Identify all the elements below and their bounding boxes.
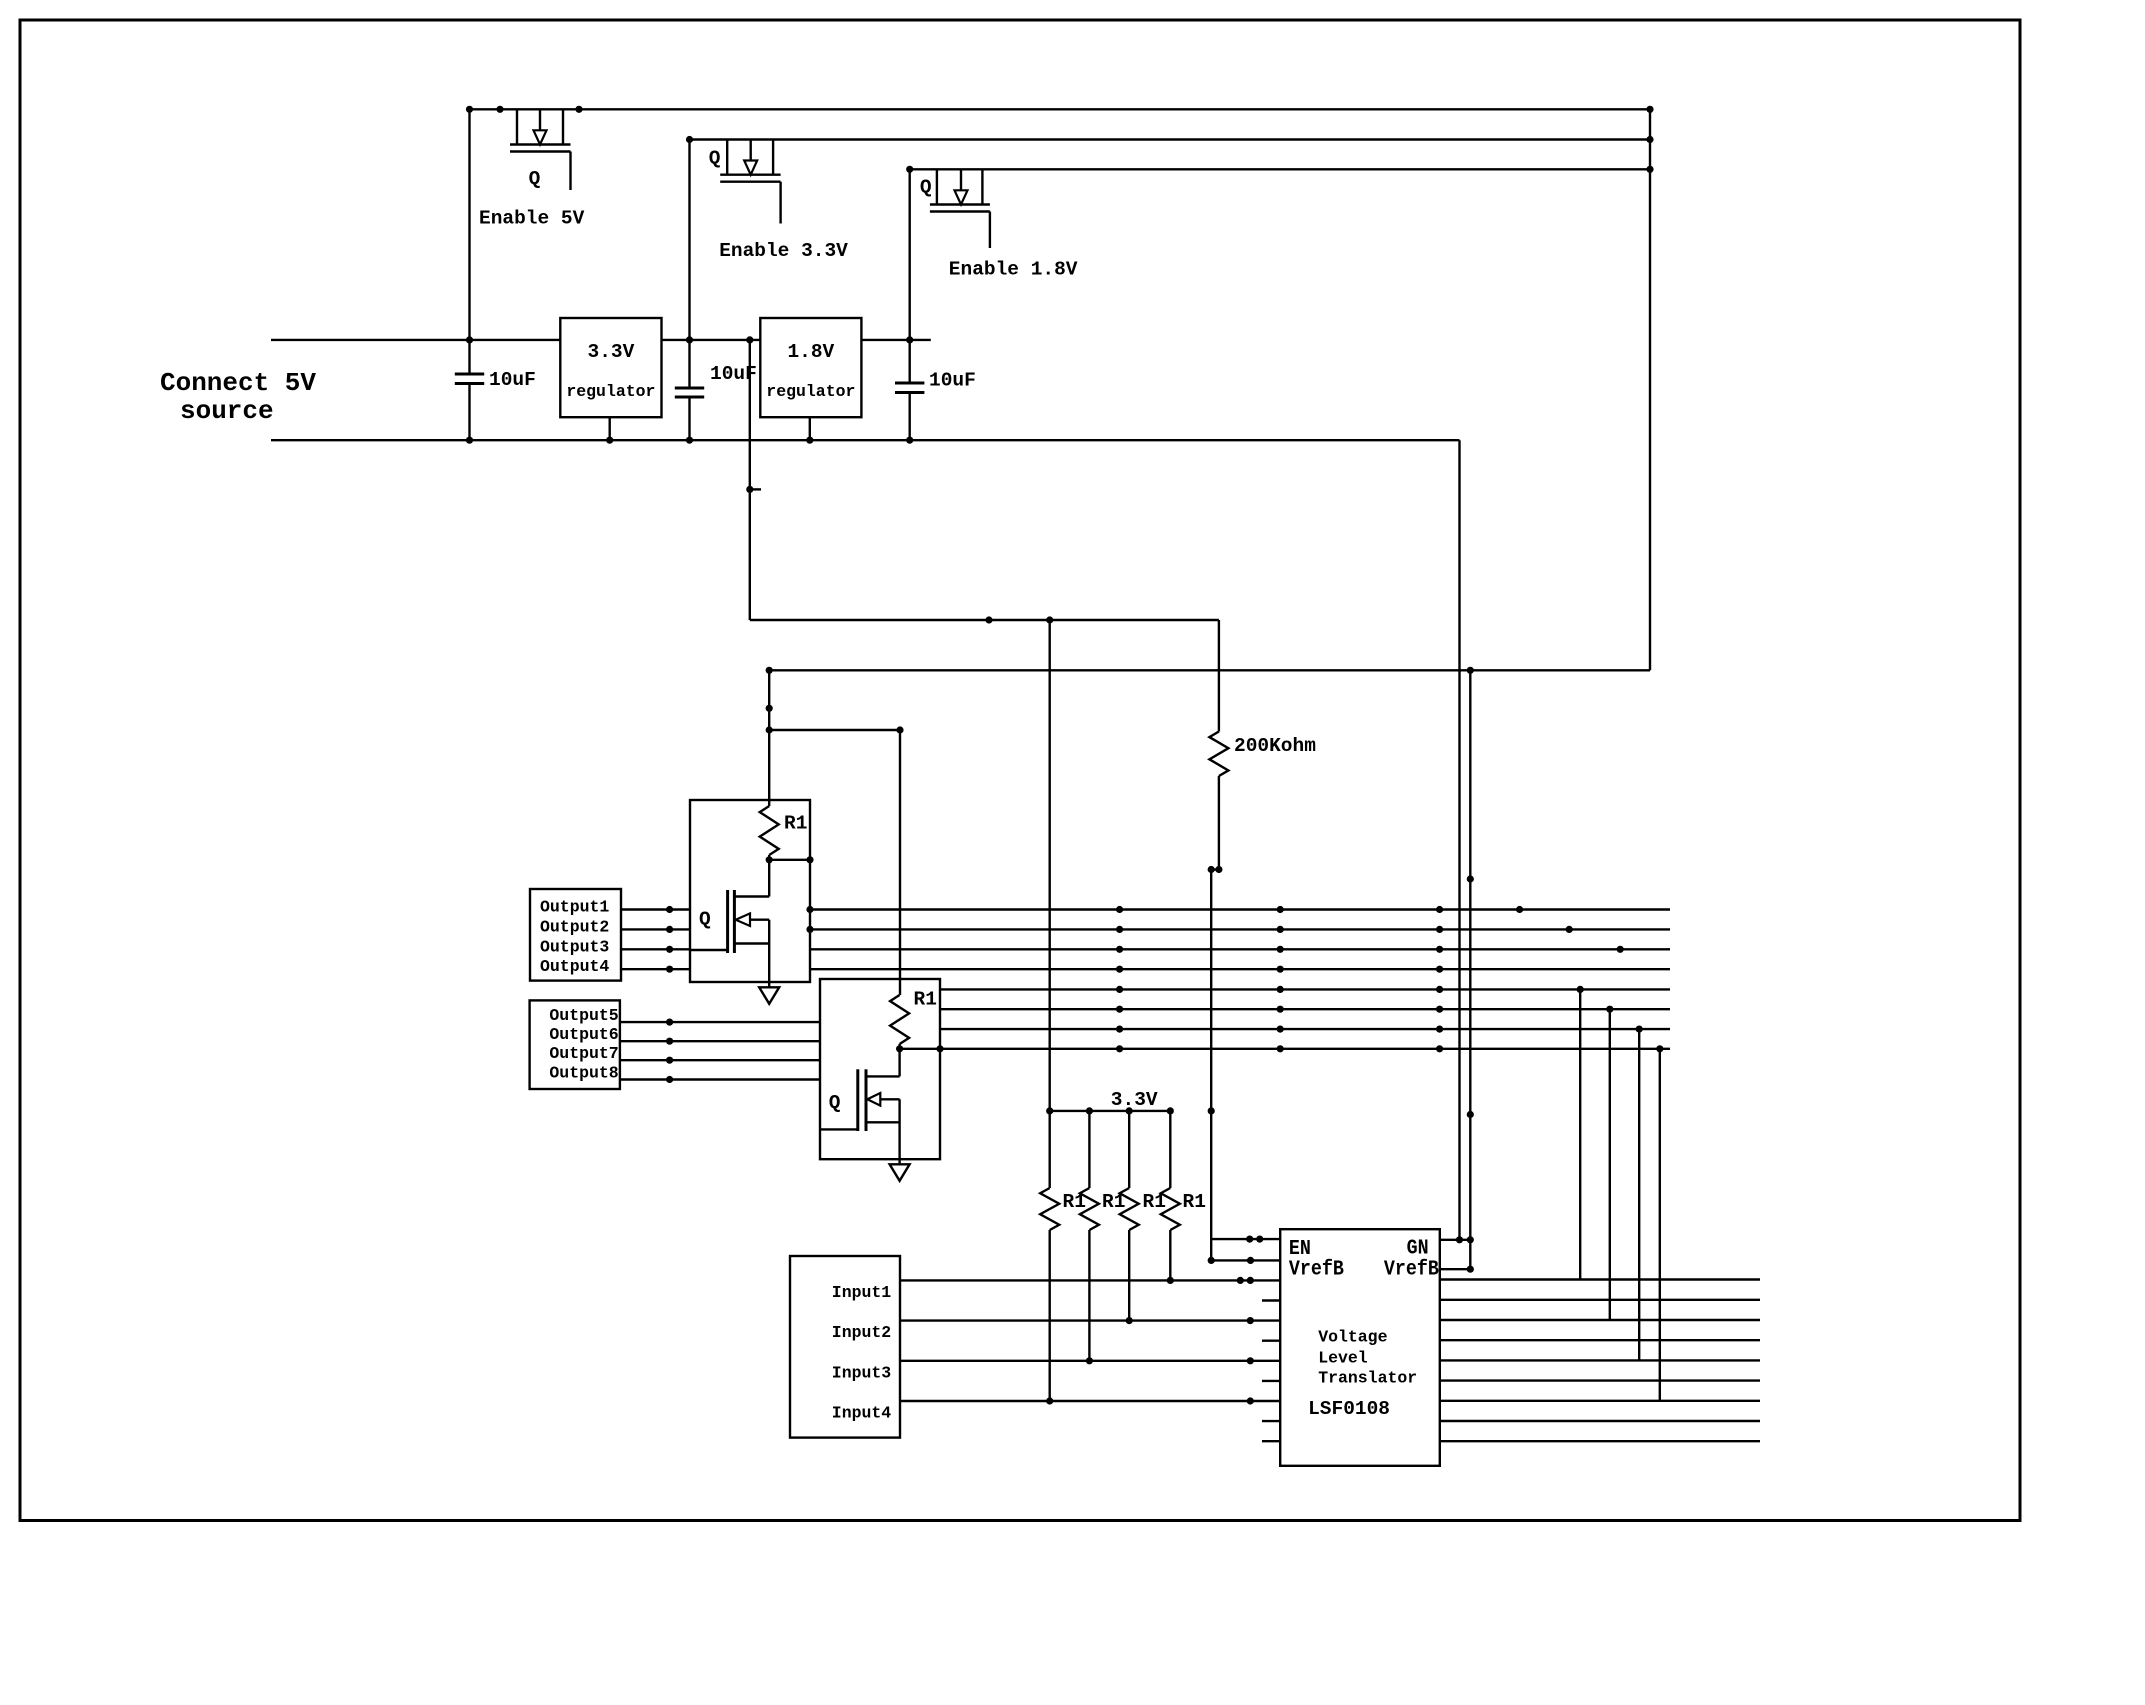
svg-text:Output3: Output3 [540, 937, 609, 956]
svg-text:Enable 5V: Enable 5V [479, 208, 585, 230]
svg-text:Connect 5V: Connect 5V [160, 368, 316, 398]
svg-text:regulator: regulator [566, 382, 655, 401]
svg-text:Q: Q [829, 1092, 841, 1114]
svg-text:Output5: Output5 [549, 1006, 618, 1025]
svg-text:VrefB: VrefB [1384, 1259, 1439, 1282]
svg-text:Enable 3.3V: Enable 3.3V [719, 240, 848, 262]
svg-text:1.8V: 1.8V [787, 341, 834, 363]
svg-text:Input3: Input3 [832, 1363, 891, 1382]
svg-text:R1: R1 [1183, 1191, 1206, 1213]
svg-text:10uF: 10uF [929, 370, 976, 392]
svg-text:Q: Q [920, 177, 932, 199]
svg-text:Output8: Output8 [549, 1064, 618, 1083]
svg-text:Output4: Output4 [540, 957, 609, 976]
svg-text:Q: Q [699, 909, 711, 931]
svg-text:10uF: 10uF [489, 369, 536, 391]
svg-text:Q: Q [709, 147, 721, 169]
svg-text:Input4: Input4 [832, 1404, 891, 1423]
svg-text:Voltage: Voltage [1318, 1328, 1387, 1347]
svg-text:Translator: Translator [1318, 1368, 1417, 1387]
svg-text:R1: R1 [784, 813, 807, 835]
svg-text:Output6: Output6 [549, 1025, 618, 1044]
svg-text:Enable 1.8V: Enable 1.8V [949, 259, 1078, 281]
svg-text:Output2: Output2 [540, 917, 609, 936]
svg-text:regulator: regulator [766, 382, 855, 401]
svg-text:Q: Q [529, 168, 541, 190]
svg-text:VrefB: VrefB [1289, 1259, 1344, 1282]
svg-text:200Kohm: 200Kohm [1234, 735, 1316, 757]
svg-text:LSF0108: LSF0108 [1308, 1398, 1390, 1420]
svg-text:R1: R1 [914, 989, 937, 1011]
svg-text:EN: EN [1289, 1238, 1311, 1261]
svg-text:10uF: 10uF [710, 363, 757, 385]
svg-text:R1: R1 [1063, 1191, 1086, 1213]
svg-text:Input2: Input2 [832, 1323, 891, 1342]
svg-text:Level: Level [1318, 1348, 1368, 1367]
svg-text:GN: GN [1407, 1238, 1429, 1261]
svg-text:R1: R1 [1102, 1191, 1125, 1213]
svg-text:3.3V: 3.3V [588, 341, 635, 363]
svg-text:Output7: Output7 [549, 1044, 618, 1063]
svg-text:R1: R1 [1143, 1191, 1166, 1213]
svg-text:3.3V: 3.3V [1111, 1089, 1158, 1111]
svg-text:source: source [180, 396, 274, 426]
svg-text:Input1: Input1 [832, 1283, 891, 1302]
svg-text:Output1: Output1 [540, 898, 609, 917]
